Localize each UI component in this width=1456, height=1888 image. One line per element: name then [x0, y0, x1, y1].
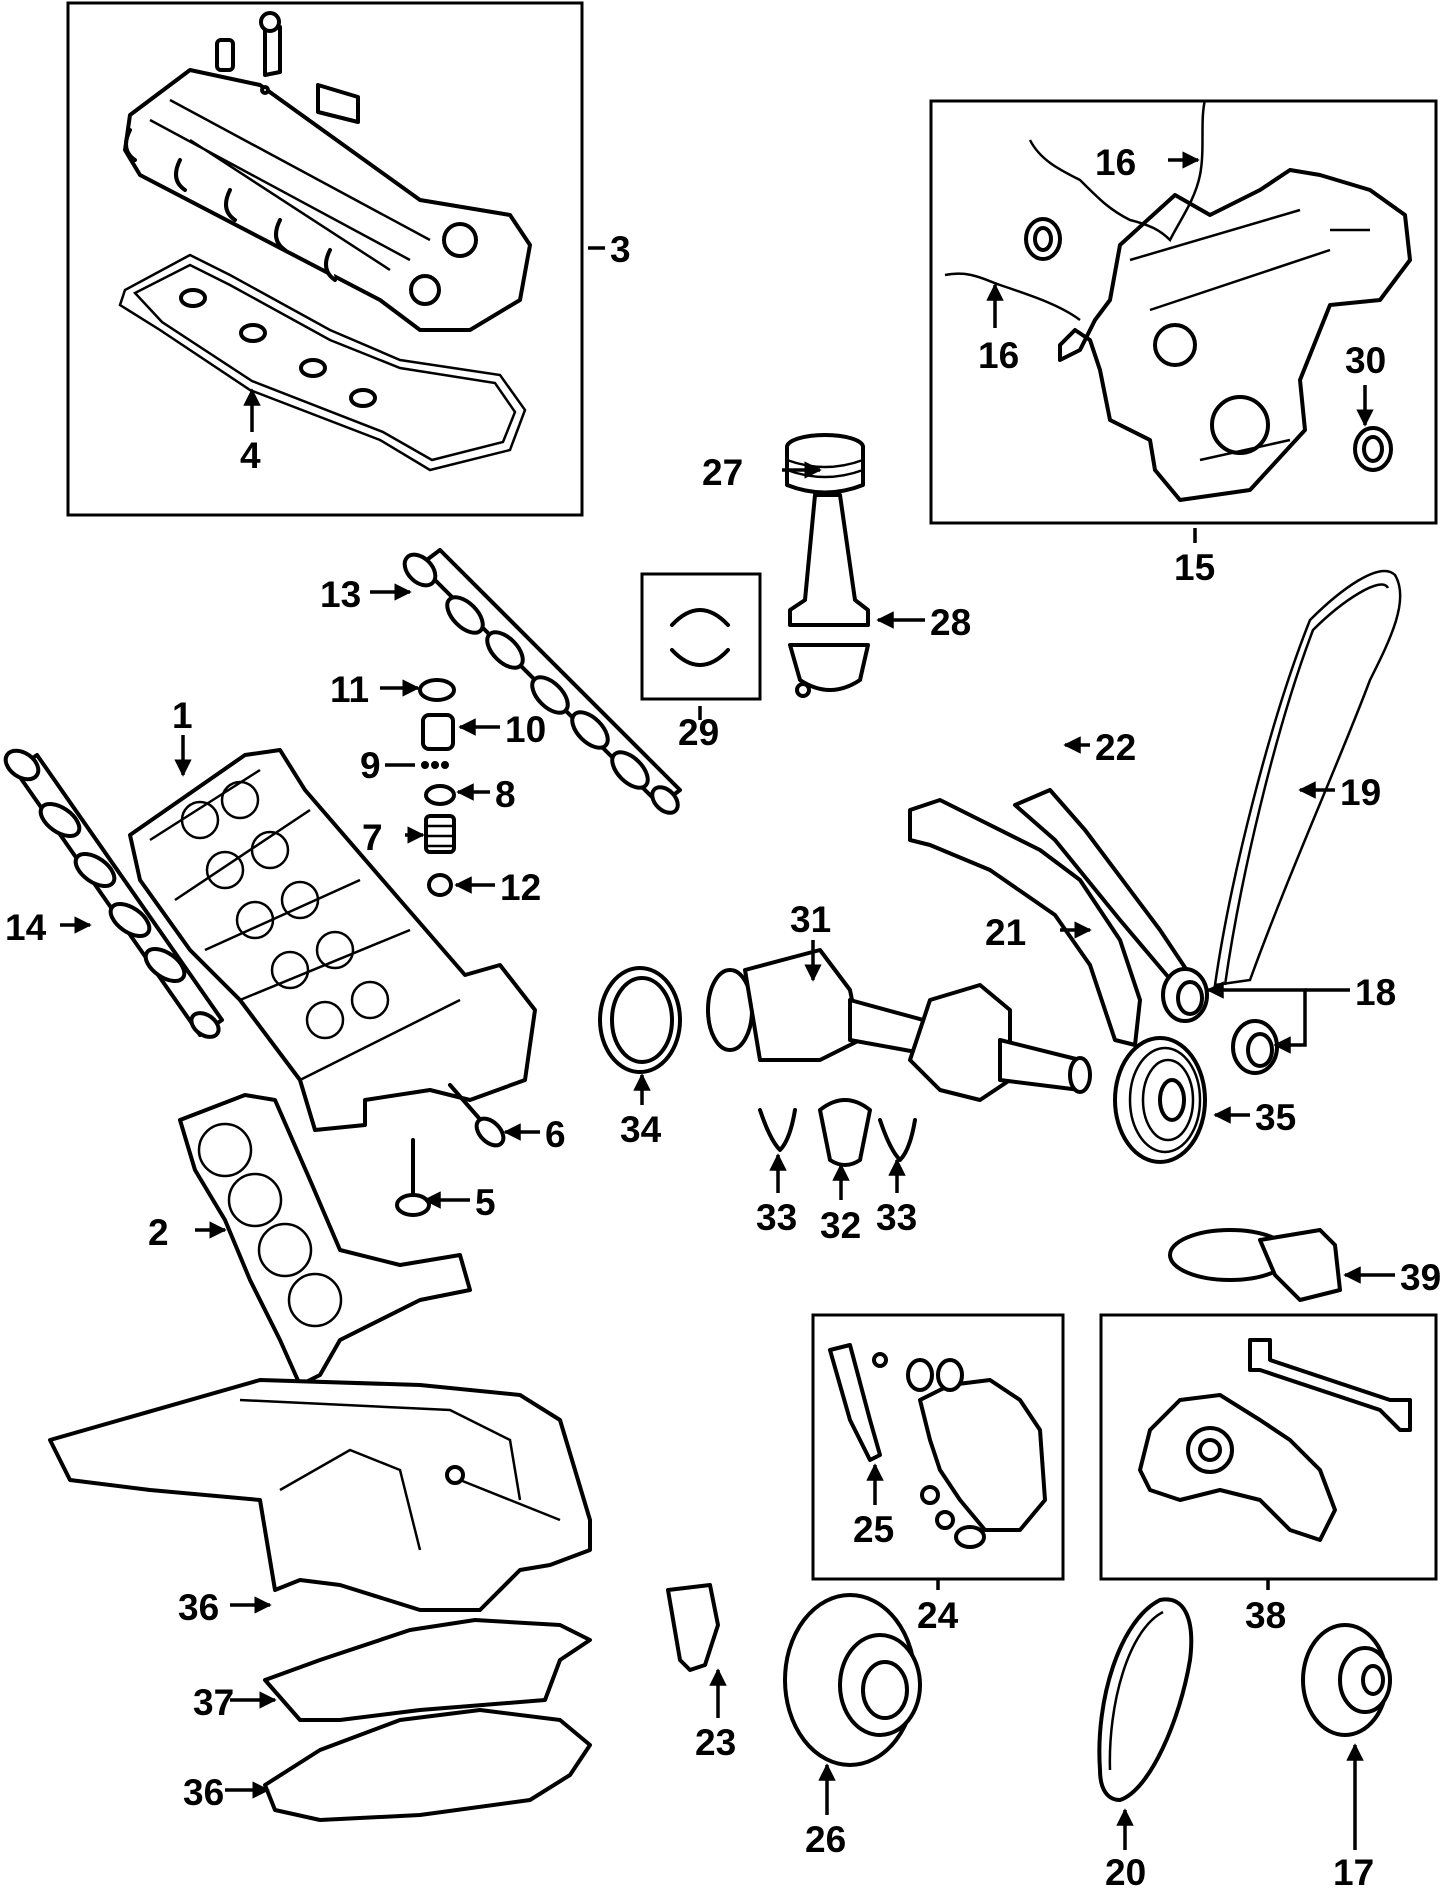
crank-sprocket-18a [1161, 967, 1209, 1023]
seal-12-part [427, 873, 453, 897]
label-30: 30 [1345, 340, 1386, 381]
piston-part [785, 433, 865, 495]
label-2: 2 [148, 1212, 169, 1253]
label-28: 28 [930, 602, 971, 643]
label-3: 3 [610, 229, 631, 270]
lifter-10-part [421, 713, 455, 751]
head-gasket-part [178, 1093, 472, 1387]
valve-5-part [395, 1138, 431, 1217]
label-1: 1 [172, 695, 193, 736]
label-9: 9 [360, 745, 381, 786]
label-33-left: 33 [756, 1197, 797, 1238]
label-22: 22 [1095, 727, 1136, 768]
label-34: 34 [620, 1109, 662, 1150]
label-5: 5 [475, 1182, 496, 1223]
label-7: 7 [362, 817, 383, 858]
label-6: 6 [545, 1114, 566, 1155]
valve-cover-group-box [66, 1, 584, 517]
timing-chain-19 [1213, 569, 1402, 987]
label-33-right: 33 [876, 1197, 917, 1238]
oil-pump-solenoid-part [828, 1343, 888, 1462]
timing-cover-gasket-lower [944, 272, 1081, 322]
label-15: 15 [1174, 547, 1215, 588]
label-12: 12 [500, 867, 541, 908]
retainer-8-part [424, 784, 456, 806]
keeper-9-part [421, 761, 449, 769]
label-24: 24 [917, 1595, 959, 1636]
label-36-lower: 36 [183, 1772, 224, 1813]
rear-main-seal-part [598, 966, 682, 1074]
label-4: 4 [240, 435, 261, 476]
bearing-group-box [640, 572, 762, 701]
valve-6-part [448, 1083, 506, 1148]
oil-pan-lower-part [263, 1708, 592, 1822]
label-18: 18 [1355, 972, 1396, 1013]
label-13: 13 [320, 574, 361, 615]
label-8: 8 [495, 774, 516, 815]
label-17: 17 [1333, 1852, 1374, 1888]
label-38: 38 [1245, 1595, 1286, 1636]
label-23: 23 [695, 1722, 736, 1763]
oil-pump-part [906, 1358, 1047, 1549]
timing-cover-group-box [929, 99, 1438, 525]
rod-bearing-29-part [670, 608, 730, 667]
oil-pan-upper-part [48, 1378, 592, 1612]
leader-lines [60, 151, 1395, 1850]
label-11: 11 [330, 669, 369, 710]
connecting-rod-part [788, 493, 870, 698]
label-10: 10 [505, 709, 546, 750]
cap-11-part [418, 678, 456, 702]
label-20: 20 [1105, 1852, 1146, 1888]
camshaft-14-part [3, 748, 224, 1039]
thermostat-housing-part [1168, 1228, 1342, 1302]
oil-pump-group-box [811, 1313, 1065, 1581]
label-26: 26 [805, 1819, 846, 1860]
accessory-belt-part [1097, 1597, 1194, 1802]
cylinder-head-part [128, 748, 537, 1132]
label-19: 19 [1340, 772, 1381, 813]
oil-pan-gasket-part [263, 1618, 592, 1722]
label-35: 35 [1255, 1097, 1296, 1138]
label-37: 37 [193, 1682, 234, 1723]
water-pump-group-box [1099, 1313, 1438, 1581]
thrust-washer-33b [878, 1118, 917, 1162]
valve-cover-part [123, 11, 532, 332]
label-29: 29 [678, 712, 719, 753]
oil-pickup-part [666, 1583, 720, 1672]
label-21: 21 [985, 912, 1026, 953]
thrust-washer-33a [758, 1108, 797, 1152]
main-bearing-32 [818, 1098, 872, 1167]
label-16-upper: 16 [1095, 142, 1136, 183]
valve-cover-gasket-part [118, 253, 527, 472]
crank-sprocket-18b [1231, 1019, 1279, 1075]
label-32: 32 [820, 1205, 861, 1246]
callout-labels: 3 4 1 2 5 6 7 8 9 10 11 12 13 14 15 16 1… [5, 142, 1441, 1888]
label-36-upper: 36 [178, 1587, 219, 1628]
camshaft-13-part [402, 548, 682, 815]
idler-pulley-part [1301, 1623, 1392, 1737]
crankshaft-damper-part [1113, 1036, 1207, 1164]
timing-cover-part [1058, 168, 1412, 502]
crankshaft-part [706, 948, 1092, 1102]
label-14: 14 [5, 907, 47, 948]
spring-7-part [424, 814, 456, 854]
timing-cover-gasket-upper [1028, 99, 1207, 243]
label-31: 31 [790, 899, 831, 940]
water-pump-part [1138, 1393, 1337, 1542]
label-25: 25 [853, 1509, 894, 1550]
chain-guide-21 [908, 798, 1142, 1047]
label-16-lower: 16 [978, 335, 1019, 376]
label-27: 27 [702, 452, 743, 493]
water-pump-bracket-part [1248, 1338, 1412, 1432]
cam-phaser-part [783, 1593, 922, 1767]
label-39: 39 [1400, 1257, 1441, 1298]
